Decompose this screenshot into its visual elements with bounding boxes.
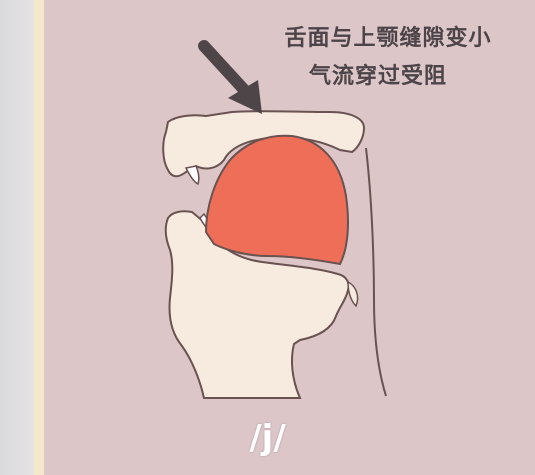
left-cream-stripe bbox=[34, 0, 44, 475]
left-gray-panel bbox=[0, 0, 34, 475]
tongue bbox=[204, 134, 349, 266]
epiglottis bbox=[347, 280, 359, 308]
throat-back-wall bbox=[365, 147, 387, 397]
upper-teeth bbox=[184, 165, 200, 186]
upper-palate bbox=[162, 110, 366, 178]
caption-line-1: 舌面与上颚缝隙变小 bbox=[284, 26, 492, 51]
phoneme-label: /j/ bbox=[249, 418, 286, 458]
arrow-down-right-icon bbox=[198, 40, 262, 114]
lower-jaw bbox=[164, 210, 350, 399]
caption-line-2: 气流穿过受阻 bbox=[308, 64, 447, 89]
